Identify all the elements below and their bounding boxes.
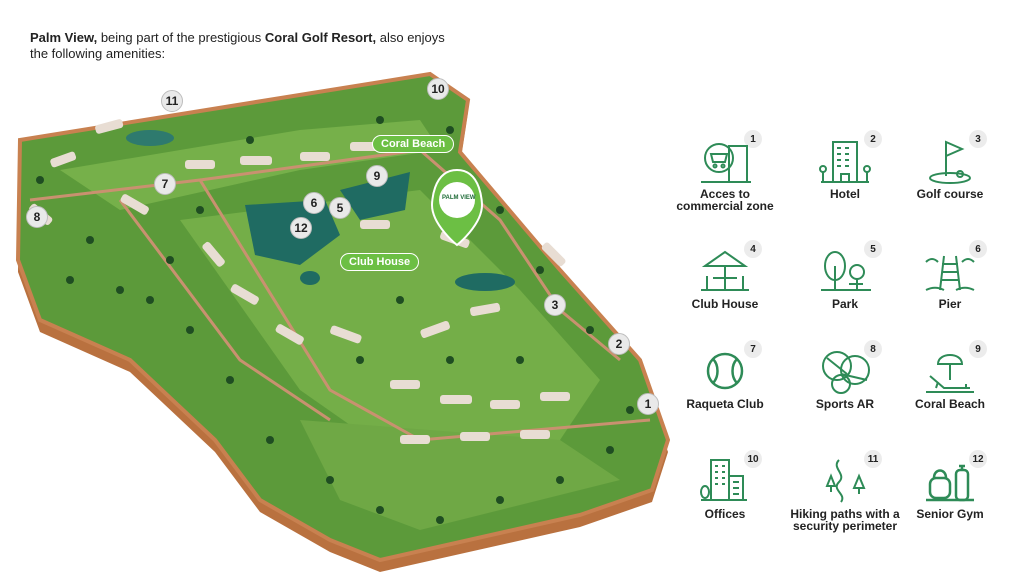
- map-marker-11: 11: [161, 90, 183, 112]
- amenity-number: 9: [969, 340, 987, 358]
- intro-brand: Palm View,: [30, 30, 98, 45]
- map-marker-1: 1: [637, 393, 659, 415]
- map-marker-9: 9: [366, 165, 388, 187]
- amenity-3: 3 Golf course: [895, 130, 1005, 230]
- amenity-4: 4 Club House: [670, 240, 780, 340]
- map-marker-10: 10: [427, 78, 449, 100]
- shop-icon: [701, 143, 751, 183]
- palm-view-logo-text: PALM VIEW: [442, 195, 476, 201]
- map-marker-8: 8: [26, 206, 48, 228]
- resort-map-illustration: [15, 71, 671, 572]
- intro-text-1: being part of the prestigious: [97, 30, 265, 45]
- amenity-number: 4: [744, 240, 762, 258]
- amenity-label: Senior Gym: [916, 507, 984, 521]
- map-marker-6: 6: [303, 192, 325, 214]
- amenity-10: 10 Offices: [670, 450, 780, 550]
- amenity-label: Park: [831, 297, 859, 311]
- amenity-number: 12: [969, 450, 987, 468]
- gym-icon: [926, 464, 974, 502]
- amenity-12: 12 Senior Gym: [895, 450, 1005, 550]
- amenity-number: 11: [864, 450, 882, 468]
- umbrella-table-icon: [701, 250, 749, 291]
- amenity-label: Acces to commercial zone: [676, 187, 774, 213]
- amenity-label: Hiking paths with a security perimeter: [790, 507, 900, 533]
- intro-resort: Coral Golf Resort,: [264, 30, 377, 45]
- palm-view-pin: [430, 168, 484, 247]
- amenity-label: Hotel: [830, 187, 860, 201]
- amenity-number: 2: [864, 130, 882, 148]
- map-marker-3: 3: [544, 294, 566, 316]
- amenity-5: 5 Park: [790, 240, 900, 340]
- map-marker-12: 12: [290, 217, 312, 239]
- amenity-number: 6: [969, 240, 987, 258]
- amenity-number: 10: [744, 450, 762, 468]
- map-marker-7: 7: [154, 173, 176, 195]
- amenity-9: 9 Coral Beach: [895, 340, 1005, 440]
- amenity-number: 1: [744, 130, 762, 148]
- coral-beach-label: Coral Beach: [372, 135, 455, 153]
- amenity-1: 1 Acces to commercial zone: [670, 130, 780, 230]
- amenity-label: Pier: [938, 297, 962, 311]
- amenity-label: Coral Beach: [914, 397, 986, 411]
- golf-flag-icon: [929, 140, 971, 184]
- office-building-icon: [700, 459, 747, 501]
- sports-balls-icon: [822, 351, 870, 394]
- amenity-label: Raqueta Club: [686, 397, 764, 411]
- amenity-label: Club House: [691, 297, 759, 311]
- park-icon: [821, 251, 871, 291]
- tennis-ball-icon: [706, 352, 744, 390]
- amenity-2: 2 Hotel: [790, 130, 900, 230]
- amenity-11: 11 Hiking paths with a security perimete…: [790, 450, 900, 550]
- amenity-number: 5: [864, 240, 882, 258]
- amenity-label: Offices: [704, 507, 746, 521]
- club-house-label: Club House: [340, 253, 420, 271]
- amenity-number: 3: [969, 130, 987, 148]
- map-marker-2: 2: [608, 333, 630, 355]
- amenity-6: 6 Pier: [895, 240, 1005, 340]
- hiking-path-icon: [825, 459, 866, 503]
- hotel-icon: [819, 141, 871, 183]
- amenity-7: 7 Raqueta Club: [670, 340, 780, 440]
- amenity-number: 8: [864, 340, 882, 358]
- amenity-number: 7: [744, 340, 762, 358]
- resort-map: PALM VIEW Coral Beach Club House 1 2 3 5…: [0, 60, 671, 573]
- beach-chair-icon: [926, 354, 974, 393]
- amenity-8: 8 Sports AR: [790, 340, 900, 440]
- amenity-label: Sports AR: [815, 397, 875, 411]
- amenity-label: Golf course: [916, 187, 984, 201]
- pier-icon: [925, 255, 975, 291]
- intro-text-2: also enjoys the following amenities:: [30, 30, 445, 61]
- map-marker-5: 5: [329, 197, 351, 219]
- intro-text: Palm View, being part of the prestigious…: [30, 30, 450, 62]
